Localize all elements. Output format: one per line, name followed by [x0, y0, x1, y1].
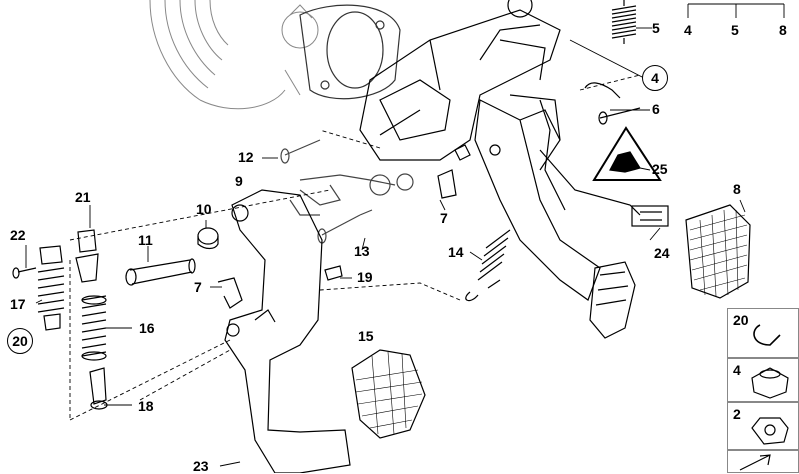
callout-11: 11: [138, 232, 153, 248]
callout-13: 13: [354, 243, 370, 259]
clip-7-drawing: [217, 169, 457, 309]
callout-7-left: 7: [194, 279, 202, 295]
callout-14: 14: [448, 244, 464, 260]
callout-10: 10: [196, 201, 212, 217]
callout-22: 22: [10, 227, 26, 243]
callout-20-circled: 20: [7, 328, 33, 354]
warning-triangle-drawing: [592, 126, 662, 181]
pedal-bracket-drawing: [359, 0, 561, 161]
part-21-drawing: [75, 229, 99, 283]
switch-drawing: [539, 149, 669, 227]
pin-11-drawing: [125, 258, 196, 286]
callout-7-right: 7: [440, 210, 448, 226]
pin-6-drawing: [584, 82, 641, 125]
spring-16-drawing: [81, 295, 107, 361]
brake-booster-drawing: [149, 0, 319, 110]
callout-19: 19: [357, 269, 373, 285]
brake-pedal-arm-drawing: [474, 94, 636, 339]
pedal-pad-15-drawing: [351, 349, 426, 439]
callout-5: 5: [652, 20, 660, 36]
callout-9: 9: [235, 173, 243, 189]
damper-17-drawing: [37, 245, 65, 331]
side-callout-20: 20: [733, 312, 749, 328]
pedal-pad-8-drawing: [685, 204, 751, 299]
spring-5-drawing: [611, 0, 637, 44]
callout-21: 21: [75, 189, 91, 205]
callout-24: 24: [654, 245, 670, 261]
side-callout-2: 2: [733, 406, 741, 422]
callout-25: 25: [652, 161, 668, 177]
callout-18: 18: [138, 398, 154, 414]
pin-19-drawing: [324, 265, 343, 281]
bolt-22-drawing: [12, 267, 37, 279]
side-callout-4: 4: [733, 362, 741, 378]
callout-8: 8: [733, 181, 741, 197]
side-box-arrow: [727, 450, 799, 473]
clutch-pedal-drawing: [224, 189, 351, 473]
callout-5-top: 5: [731, 22, 739, 38]
pushrod-assembly-drawing: [280, 139, 414, 244]
mounting-flange-drawing: [299, 4, 401, 100]
callout-16: 16: [139, 320, 155, 336]
callout-15: 15: [358, 328, 374, 344]
callout-4-top: 4: [684, 22, 692, 38]
side-parts-drawing: [739, 324, 789, 471]
callout-8-top: 8: [779, 22, 787, 38]
bushing-10-drawing: [197, 227, 219, 250]
leader-lines: [25, 3, 785, 467]
callout-23: 23: [193, 458, 209, 474]
spring-14-drawing: [465, 229, 511, 302]
callout-17: 17: [10, 296, 26, 312]
callout-4-circled: 4: [642, 65, 668, 91]
callout-12: 12: [238, 149, 254, 165]
callout-6: 6: [652, 101, 660, 117]
